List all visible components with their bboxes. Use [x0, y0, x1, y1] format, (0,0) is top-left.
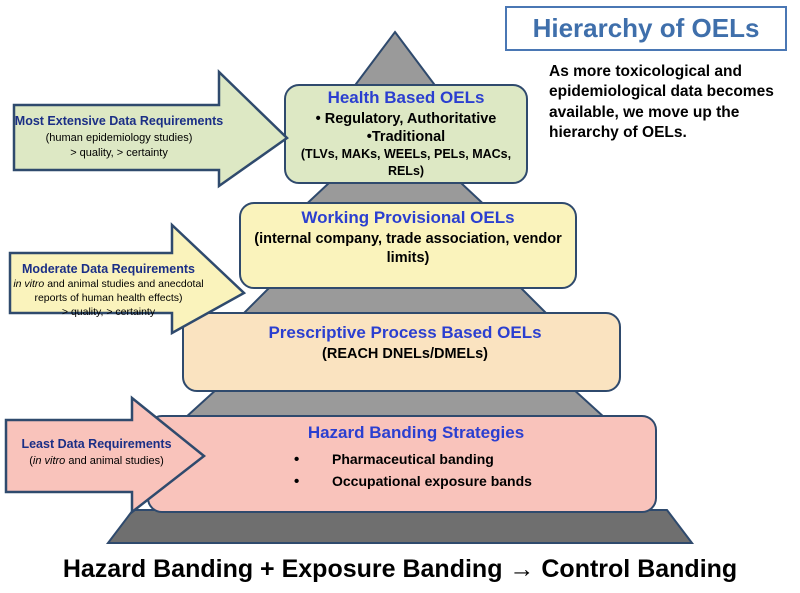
tier-3-line-1: (REACH DNELs/DMELs) — [322, 346, 488, 362]
tier-1-heading: Health Based OELs — [327, 88, 485, 107]
arrow-3-sub-1: (in vitro and animal studies) — [29, 455, 164, 467]
tier-4-bullet-1: Pharmaceutical banding — [294, 448, 616, 471]
arrow-1-sub-2: > quality, > certainty — [70, 146, 168, 159]
tier-1-label-group: Health Based OELs • Regulatory, Authorit… — [290, 88, 522, 179]
tier-1-plate[interactable] — [284, 84, 528, 184]
page-title: Hierarchy of OELs — [532, 13, 760, 43]
tier-4-bullet-2: Occupational exposure bands — [294, 470, 616, 493]
arrow-3-label-group: Least Data Requirements (in vitro and an… — [4, 437, 189, 469]
arrow-1-heading: Most Extensive Data Requirements — [14, 114, 224, 128]
tier-2-plate[interactable] — [239, 202, 577, 289]
pyramid-apex — [351, 30, 439, 89]
arrow-2-sub-3: > quality, > certainty — [61, 305, 156, 318]
title-box: Hierarchy of OELs — [505, 6, 787, 51]
tier-4-heading: Hazard Banding Strategies — [307, 423, 525, 442]
tier-4-label-group: Hazard Banding Strategies Pharmaceutical… — [216, 423, 616, 493]
tier-3-heading: Prescriptive Process Based OELs — [268, 323, 542, 342]
tier-3-plate[interactable] — [182, 312, 621, 392]
caption-right: Control Banding — [541, 555, 738, 583]
tier-3-label-group: Prescriptive Process Based OELs (REACH D… — [190, 323, 620, 362]
arrow-2-sub-1-rest: and animal studies and anecdotal — [44, 278, 204, 290]
arrow-1-sub-1: (human epidemiology studies) — [45, 132, 193, 144]
tier-2-line-1: (internal company, trade association, ve… — [254, 231, 562, 266]
arrow-1-shape[interactable] — [12, 69, 289, 189]
arrow-3-heading: Least Data Requirements — [21, 437, 172, 451]
right-arrow-icon: → — [509, 555, 535, 583]
arrow-3-italic-term: in vitro — [32, 455, 66, 467]
arrow-2-label-group: Moderate Data Requirements in vitro and … — [6, 262, 211, 320]
arrow-2-heading: Moderate Data Requirements — [22, 262, 195, 276]
arrow-1-label-group: Most Extensive Data Requirements (human … — [8, 114, 230, 161]
tier-1-line-1: • Regulatory, Authoritative — [315, 111, 497, 127]
arrow-2-sub-2: reports of human health effects) — [34, 291, 183, 304]
arrow-3-sub-1-rest: and animal studies) — [65, 455, 164, 467]
pyramid-base-slab — [105, 509, 695, 544]
intro-paragraph: As more toxicological and epidemiologica… — [549, 63, 774, 142]
tier-2-heading: Working Provisional OELs — [301, 208, 515, 227]
tier-1-line-2: •Traditional — [366, 129, 446, 146]
tier-1-line-3: (TLVs, MAKs, WEELs, PELs, MACs, RELs) — [300, 147, 512, 178]
pyramid-core-segment-2 — [239, 284, 551, 316]
tier-4-bullet-list: Pharmaceutical banding Occupational expo… — [216, 448, 616, 493]
bottom-caption: Hazard Banding + Exposure Banding → Cont… — [0, 555, 800, 584]
caption-left: Hazard Banding + Exposure Banding — [62, 555, 503, 583]
pyramid-core-segment-3 — [182, 387, 608, 419]
arrow-2-shape[interactable] — [8, 222, 247, 336]
tier-2-label-group: Working Provisional OELs (internal compa… — [246, 208, 570, 268]
arrow-2-sub-1: in vitro and animal studies and anecdota… — [6, 278, 211, 292]
arrow-3-shape[interactable] — [4, 395, 207, 515]
arrow-2-italic-term: in vitro — [13, 278, 45, 290]
